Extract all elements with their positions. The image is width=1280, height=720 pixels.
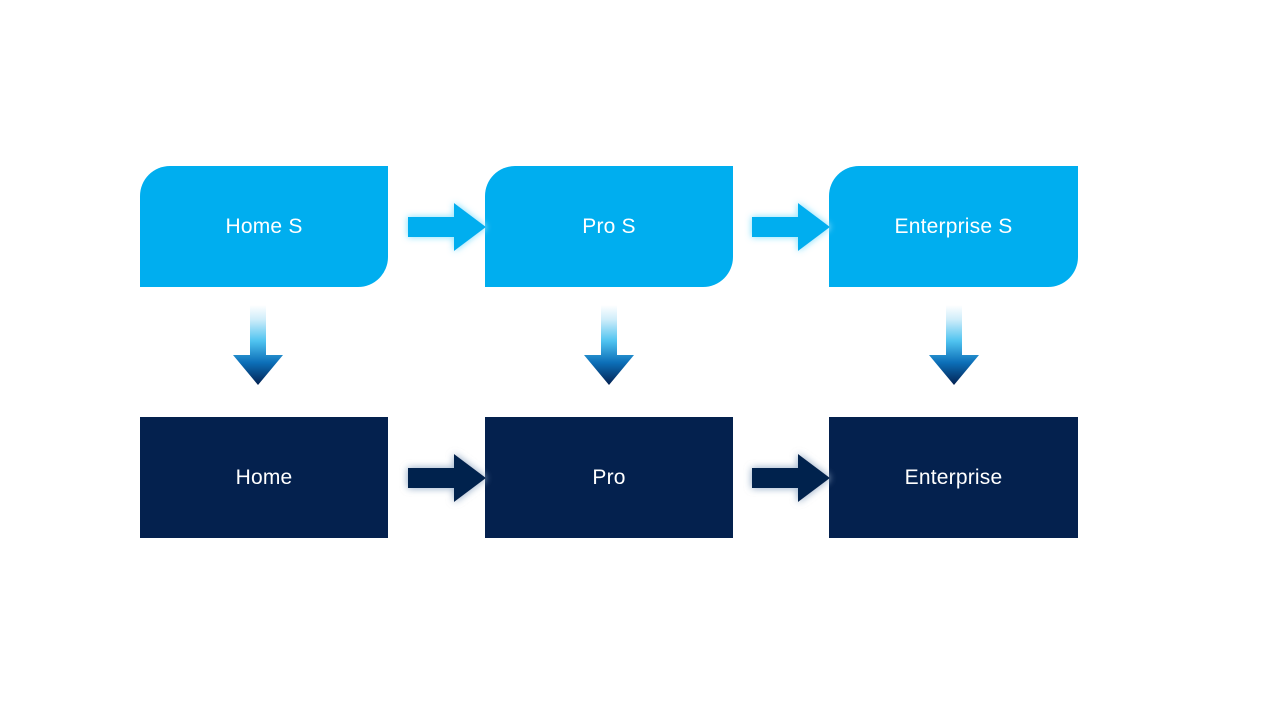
node-label: Enterprise xyxy=(904,465,1003,489)
node-enterprise[interactable]: Enterprise xyxy=(829,417,1078,538)
arrow-down-icon-pro-s-to-pro xyxy=(579,305,639,387)
node-pro[interactable]: Pro xyxy=(485,417,733,538)
node-pro-s[interactable]: Pro S xyxy=(485,166,733,287)
node-label: Home xyxy=(235,465,293,489)
arrow-right-icon-home-s-to-pro-s xyxy=(404,197,490,257)
arrow-down-icon-home-s-to-home xyxy=(228,305,288,387)
node-label: Pro xyxy=(592,465,626,489)
arrow-right-icon-pro-to-enterprise xyxy=(748,448,834,508)
node-enterprise-s[interactable]: Enterprise S xyxy=(829,166,1078,287)
arrow-down-icon-enterprise-s-to-enterprise xyxy=(924,305,984,387)
node-label: Pro S xyxy=(582,214,636,238)
node-label: Home S xyxy=(225,214,303,238)
node-home[interactable]: Home xyxy=(140,417,388,538)
arrow-right-icon-home-to-pro xyxy=(404,448,490,508)
node-label: Enterprise S xyxy=(894,214,1013,238)
node-home-s[interactable]: Home S xyxy=(140,166,388,287)
arrow-right-icon-pro-s-to-enterprise-s xyxy=(748,197,834,257)
